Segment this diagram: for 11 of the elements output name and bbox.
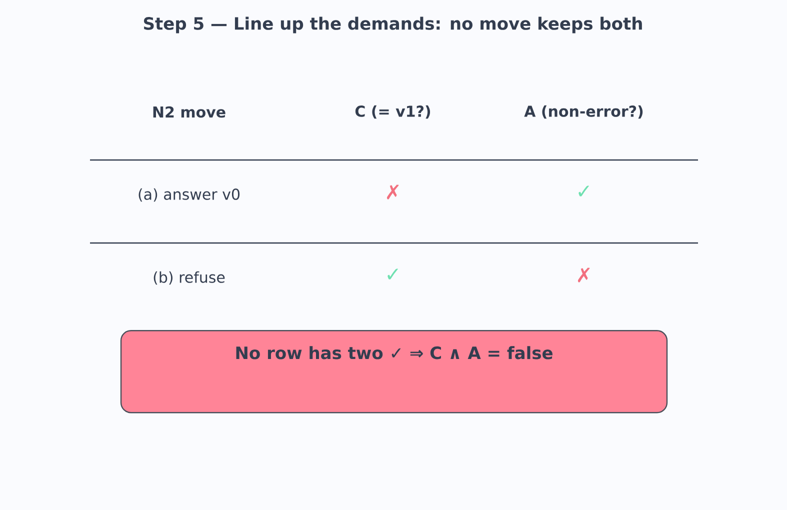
check-mark: ✓ <box>578 186 589 196</box>
table-cell: (a) answer v0 <box>138 188 240 202</box>
title: Step 5 — Line up the demands: no move keeps both <box>144 16 642 34</box>
cross-mark: ✗ <box>386 184 399 200</box>
cross-mark: ✗ <box>578 268 590 282</box>
column-header: C (= v1?) <box>355 105 430 119</box>
summary-box: No row has two ✓ ⇒ C ∧ A = false <box>120 330 668 414</box>
column-header: N2 move <box>153 106 226 118</box>
column-header: A (non-error?) <box>524 105 643 119</box>
table-cell: (b) refuse <box>154 271 225 285</box>
check-mark: ✓ <box>388 268 398 280</box>
